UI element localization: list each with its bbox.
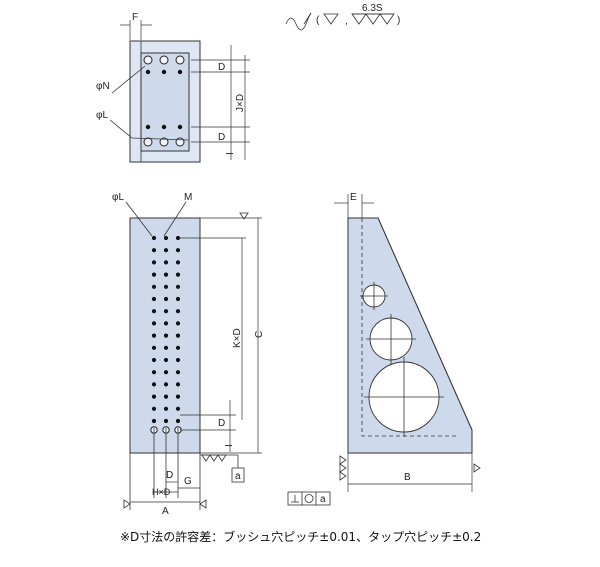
- top-view: F D D J×D I φN φL: [96, 12, 250, 163]
- tap-hole: [175, 284, 181, 289]
- tap-hole: [175, 321, 181, 326]
- dim-JxD-label: J×D: [235, 94, 246, 112]
- tap-hole: [175, 370, 181, 375]
- tap-hole: [151, 235, 157, 241]
- tap-hole: [151, 309, 157, 314]
- dim-B-label: B: [404, 472, 411, 483]
- tap-hole: [151, 382, 157, 387]
- tap-hole: [151, 406, 157, 411]
- tap-hole: [163, 260, 169, 265]
- tap-hole: [151, 345, 157, 350]
- tap-hole: [163, 357, 169, 363]
- tap-hole: [175, 357, 181, 363]
- dim-D-bottom-front-label: D: [166, 470, 173, 481]
- tap-hole: [175, 248, 181, 253]
- tap-hole: [151, 370, 157, 375]
- tap-hole: [163, 248, 169, 253]
- datum-a-label: a: [235, 471, 241, 482]
- tap-hole: [163, 333, 169, 338]
- phiL-top-label: φL: [96, 110, 108, 121]
- tap-hole: [163, 321, 169, 326]
- tap-hole: [151, 296, 157, 302]
- surface-value-label: 6.3S: [362, 3, 383, 14]
- top-bushing-holes: [143, 55, 185, 147]
- tap-hole: [175, 296, 181, 302]
- tolerance-note: ※D寸法の許容差：ブッシュ穴ピッチ±0.01、タップ穴ピッチ±0.2: [120, 530, 482, 544]
- tap-hole: [163, 406, 169, 411]
- tap-hole: [175, 382, 181, 387]
- phiN-label: φN: [96, 81, 110, 92]
- tap-hole: [151, 394, 157, 399]
- dim-HxD-label: H×D: [152, 487, 171, 497]
- tap-hole: [175, 418, 181, 424]
- tap-hole: [175, 260, 181, 265]
- M-label: M: [184, 192, 192, 203]
- tap-hole: [175, 406, 181, 411]
- dim-I-top-label: I: [225, 152, 236, 155]
- svg-text:,: ,: [345, 16, 348, 27]
- tap-hole: [151, 333, 157, 338]
- svg-text:(: (: [316, 15, 320, 26]
- tap-hole: [163, 272, 169, 277]
- tap-hole: [175, 345, 181, 350]
- phiL-front-label: φL: [112, 192, 124, 203]
- gdt-datum-a-label: a: [320, 494, 326, 505]
- tap-hole: [151, 284, 157, 289]
- side-view: E B a: [287, 192, 481, 506]
- tap-hole: [163, 370, 169, 375]
- tap-hole: [175, 394, 181, 399]
- tap-hole: [175, 309, 181, 314]
- tap-hole: [151, 272, 157, 277]
- top-tap-holes: [145, 69, 183, 130]
- dim-E-label: E: [350, 192, 357, 203]
- tap-hole: [175, 235, 181, 241]
- svg-text:): ): [397, 15, 400, 26]
- dim-C-label: C: [254, 331, 265, 338]
- tap-hole: [151, 260, 157, 265]
- dim-I-front-label: I: [224, 444, 235, 447]
- tap-hole: [175, 272, 181, 277]
- tap-hole: [151, 418, 157, 424]
- tap-hole: [163, 345, 169, 350]
- tap-hole: [163, 296, 169, 302]
- tap-hole: [151, 248, 157, 253]
- dim-A-label: A: [162, 506, 169, 517]
- side-through-holes: [360, 282, 444, 437]
- tap-hole: [163, 284, 169, 289]
- dim-D-top-label: D: [218, 62, 225, 73]
- surface-finish-symbol: ( , ) 6.3S: [285, 3, 400, 31]
- front-view: K×D C D I D H×D G A a φL M: [112, 192, 265, 517]
- dim-G-label: G: [184, 476, 192, 487]
- tap-hole: [151, 321, 157, 326]
- dim-D-bottom-label: D: [218, 132, 225, 143]
- dim-F-label: F: [132, 12, 138, 23]
- tap-hole: [175, 333, 181, 338]
- tap-hole: [163, 309, 169, 314]
- dim-KxD-label: K×D: [232, 328, 243, 348]
- tap-hole: [163, 235, 169, 241]
- tap-hole: [163, 394, 169, 399]
- tap-hole: [163, 382, 169, 387]
- tap-hole: [151, 357, 157, 363]
- tap-hole: [163, 418, 169, 424]
- dim-D-front-label: D: [218, 418, 225, 429]
